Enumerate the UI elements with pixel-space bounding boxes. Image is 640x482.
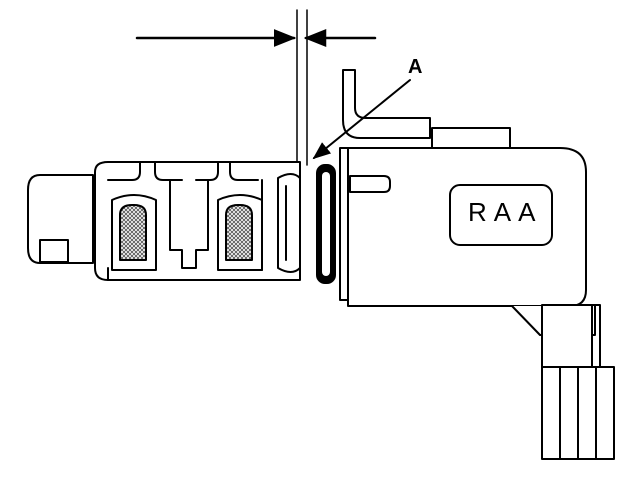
locating-pin (349, 175, 391, 193)
o-ring-seal (316, 164, 336, 284)
callout-label-a: A (408, 56, 423, 78)
label-plate (449, 184, 553, 246)
collar (277, 173, 301, 273)
mounting-flange (339, 69, 431, 301)
electrical-connector (511, 304, 615, 460)
callout-leader (312, 79, 411, 160)
housing-boss (431, 127, 511, 149)
spool-grooves (107, 161, 263, 281)
part-code-text: RAA (468, 197, 543, 227)
end-cap (27, 174, 94, 264)
filter-screens (119, 204, 253, 261)
